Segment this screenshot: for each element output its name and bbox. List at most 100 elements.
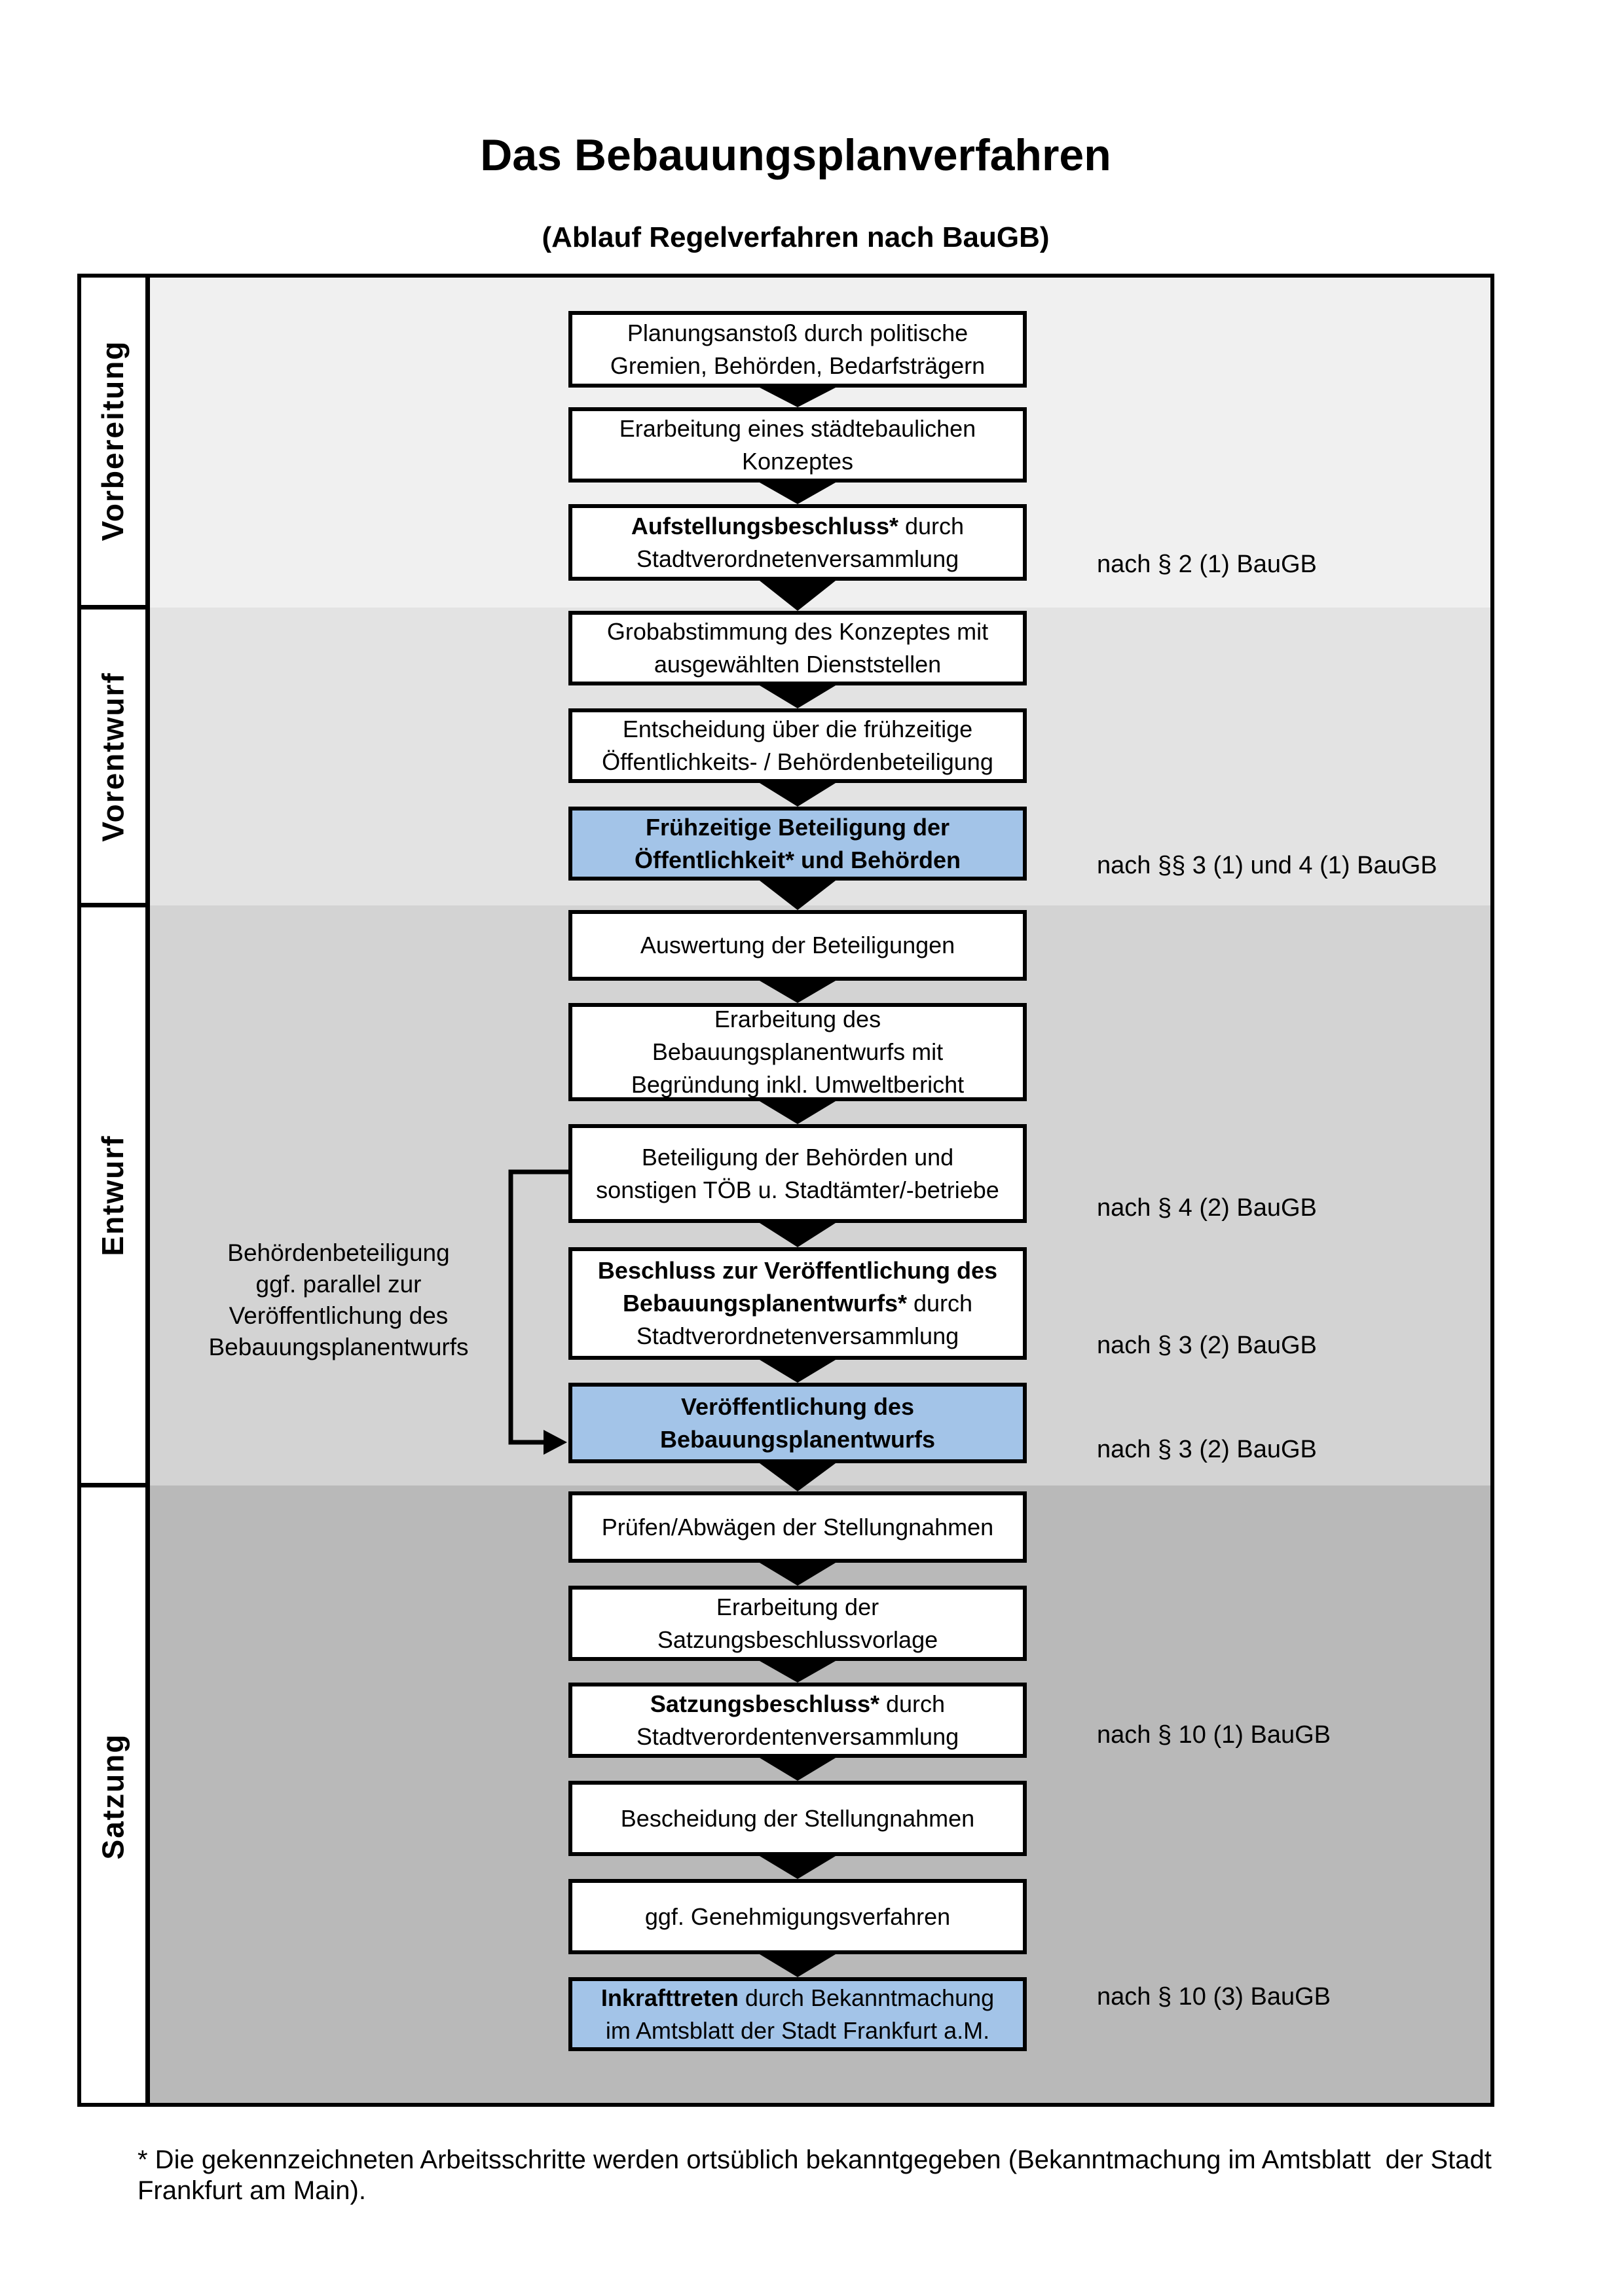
step-text-line: Prüfen/Abwägen der Stellungnahmen <box>602 1511 993 1544</box>
step-text-segment: Beschluss zur Veröffentlichung des <box>597 1257 998 1284</box>
down-arrow-icon <box>760 981 836 1003</box>
legal-reference-fruehzeitige-beteiligung: nach §§ 3 (1) und 4 (1) BauGB <box>1097 852 1437 879</box>
step-text-line: Erarbeitung der <box>716 1591 879 1624</box>
footnote: * Die gekennzeichneten Arbeitsschritte w… <box>138 2145 1500 2205</box>
step-text-line: sonstigen TÖB u. Stadtämter/-betriebe <box>596 1174 999 1207</box>
step-text-line: ggf. Genehmigungsverfahren <box>645 1901 950 1933</box>
step-text-segment: Satzungsbeschlussvorlage <box>657 1626 938 1653</box>
step-text-line: Planungsanstoß durch politische <box>627 317 968 350</box>
step-text-line: Begründung inkl. Umweltbericht <box>631 1068 964 1101</box>
down-arrow-icon <box>760 1463 836 1491</box>
step-text-segment: Stadtverordentenversammlung <box>636 1722 959 1750</box>
phase-label-satzung: Satzung <box>96 1733 130 1859</box>
step-text-line: im Amtsblatt der Stadt Frankfurt a.M. <box>606 2014 989 2047</box>
legal-reference-satzungsbeschluss: nach § 10 (1) BauGB <box>1097 1721 1331 1749</box>
down-arrow-icon <box>760 1661 836 1683</box>
bracket-arrowhead <box>544 1430 567 1455</box>
step-text-segment: Aufstellungsbeschluss* <box>631 512 899 539</box>
side-note-line: ggf. parallel zur <box>255 1271 422 1298</box>
step-text-line: Erarbeitung des <box>714 1003 881 1036</box>
legal-reference-veroeffentlichungsbeschluss: nach § 3 (2) BauGB <box>1097 1332 1317 1359</box>
step-text-segment: Satzungsbeschluss* <box>650 1690 880 1717</box>
step-text-segment: Erarbeitung der <box>716 1593 879 1620</box>
phase-divider <box>77 1483 150 1487</box>
step-text-line: ausgewählten Dienststellen <box>654 648 941 681</box>
step-text-segment: durch <box>898 512 965 539</box>
legal-reference-behoerden-toeb-beteiligung: nach § 4 (2) BauGB <box>1097 1194 1317 1222</box>
step-text-segment: Gremien, Behörden, Bedarfsträgern <box>610 352 986 379</box>
step-text-line: Inkrafttreten durch Bekanntmachung <box>601 1982 994 2014</box>
step-text-line: Konzeptes <box>742 445 853 478</box>
down-arrow-icon <box>760 581 836 611</box>
step-text-line: Erarbeitung eines städtebaulichen <box>619 412 976 445</box>
phase-divider <box>77 605 150 610</box>
down-arrow-icon <box>760 1223 836 1247</box>
step-text-line: Satzungsbeschlussvorlage <box>657 1624 938 1656</box>
side-note-line: Veröffentlichung des <box>229 1302 449 1329</box>
step-text-line: Bebauungsplanentwurfs <box>660 1423 935 1456</box>
step-text-segment: Bescheidung der Stellungnahmen <box>620 1804 975 1832</box>
step-text-line: Grobabstimmung des Konzeptes mit <box>607 615 988 648</box>
step-text-segment: Bebauungsplanentwurfs mit <box>652 1038 944 1065</box>
step-text-line: Veröffentlichung des <box>681 1391 914 1423</box>
down-arrow-icon <box>760 483 836 504</box>
step-text-segment: ausgewählten Dienststellen <box>654 651 942 678</box>
step-text-line: Öffentlichkeit* und Behörden <box>635 844 961 877</box>
step-text-line: Bescheidung der Stellungnahmen <box>621 1802 974 1835</box>
step-text-segment: durch <box>879 1690 946 1717</box>
step-text-segment: Erarbeitung des <box>714 1006 881 1032</box>
step-text-segment: Begründung inkl. Umweltbericht <box>631 1071 965 1098</box>
down-arrow-icon <box>760 388 836 407</box>
page-title: Das Bebauungsplanverfahren <box>480 130 1111 180</box>
down-arrow-icon <box>760 1758 836 1781</box>
step-text-segment: Öffentlichkeit* und Behörden <box>634 846 961 873</box>
step-text-segment: Frühzeitige Beteiligung der <box>645 813 950 841</box>
step-text-line: Auswertung der Beteiligungen <box>640 929 955 962</box>
step-text-line: Entscheidung über die frühzeitige <box>623 713 972 746</box>
down-arrow-icon <box>760 685 836 708</box>
step-text-line: Aufstellungsbeschluss* durch <box>631 510 964 543</box>
step-text-segment: Entscheidung über die frühzeitige <box>622 716 973 742</box>
step-text-line: Frühzeitige Beteiligung der <box>646 811 950 844</box>
process-step-bescheidung-stellungnahmen: Bescheidung der Stellungnahmen <box>568 1781 1027 1856</box>
step-text-line: Stadtverordnetenversammlung <box>637 543 959 575</box>
step-text-line: Öffentlichkeits- / Behördenbeteiligung <box>602 746 993 778</box>
down-arrow-icon <box>760 783 836 807</box>
step-text-segment: Konzeptes <box>741 447 854 475</box>
step-text-segment: Auswertung der Beteiligungen <box>640 932 955 958</box>
step-text-segment: sonstigen TÖB u. Stadtämter/-betriebe <box>596 1176 999 1203</box>
down-arrow-icon <box>760 1360 836 1383</box>
step-text-segment: Planungsanstoß durch politische <box>627 319 969 346</box>
step-text-segment: Veröffentlichung des <box>680 1393 915 1420</box>
process-step-auswertung-beteiligungen: Auswertung der Beteiligungen <box>568 910 1027 981</box>
process-step-grobabstimmung: Grobabstimmung des Konzeptes mit ausgewäh… <box>568 611 1027 685</box>
step-text-line: Satzungsbeschluss* durch <box>650 1688 945 1721</box>
down-arrow-icon <box>760 1101 836 1124</box>
step-text-segment: Bebauungsplanentwurfs <box>659 1425 936 1453</box>
legal-reference-veroeffentlichung: nach § 3 (2) BauGB <box>1097 1436 1317 1463</box>
step-text-segment: durch Bekanntmachung <box>738 1984 995 2011</box>
legal-reference-inkrafttreten: nach § 10 (3) BauGB <box>1097 1983 1331 2011</box>
side-note-line: Behördenbeteiligung <box>227 1239 450 1266</box>
step-text-segment: Öffentlichkeits- / Behördenbeteiligung <box>602 748 993 775</box>
step-text-segment: durch <box>906 1290 973 1317</box>
step-text-segment: Stadtverordnetenversammlung <box>636 545 959 572</box>
step-text-line: Beschluss zur Veröffentlichung des <box>598 1254 997 1287</box>
down-arrow-icon <box>760 1954 836 1977</box>
step-text-segment: Prüfen/Abwägen der Stellungnahmen <box>601 1513 994 1540</box>
band-separator-line <box>145 274 150 2107</box>
step-text-line: Stadtverordnetenversammlung <box>637 1320 959 1353</box>
phase-divider <box>77 903 150 907</box>
down-arrow-icon <box>760 1856 836 1879</box>
phase-label-vorbereitung: Vorbereitung <box>96 340 130 541</box>
